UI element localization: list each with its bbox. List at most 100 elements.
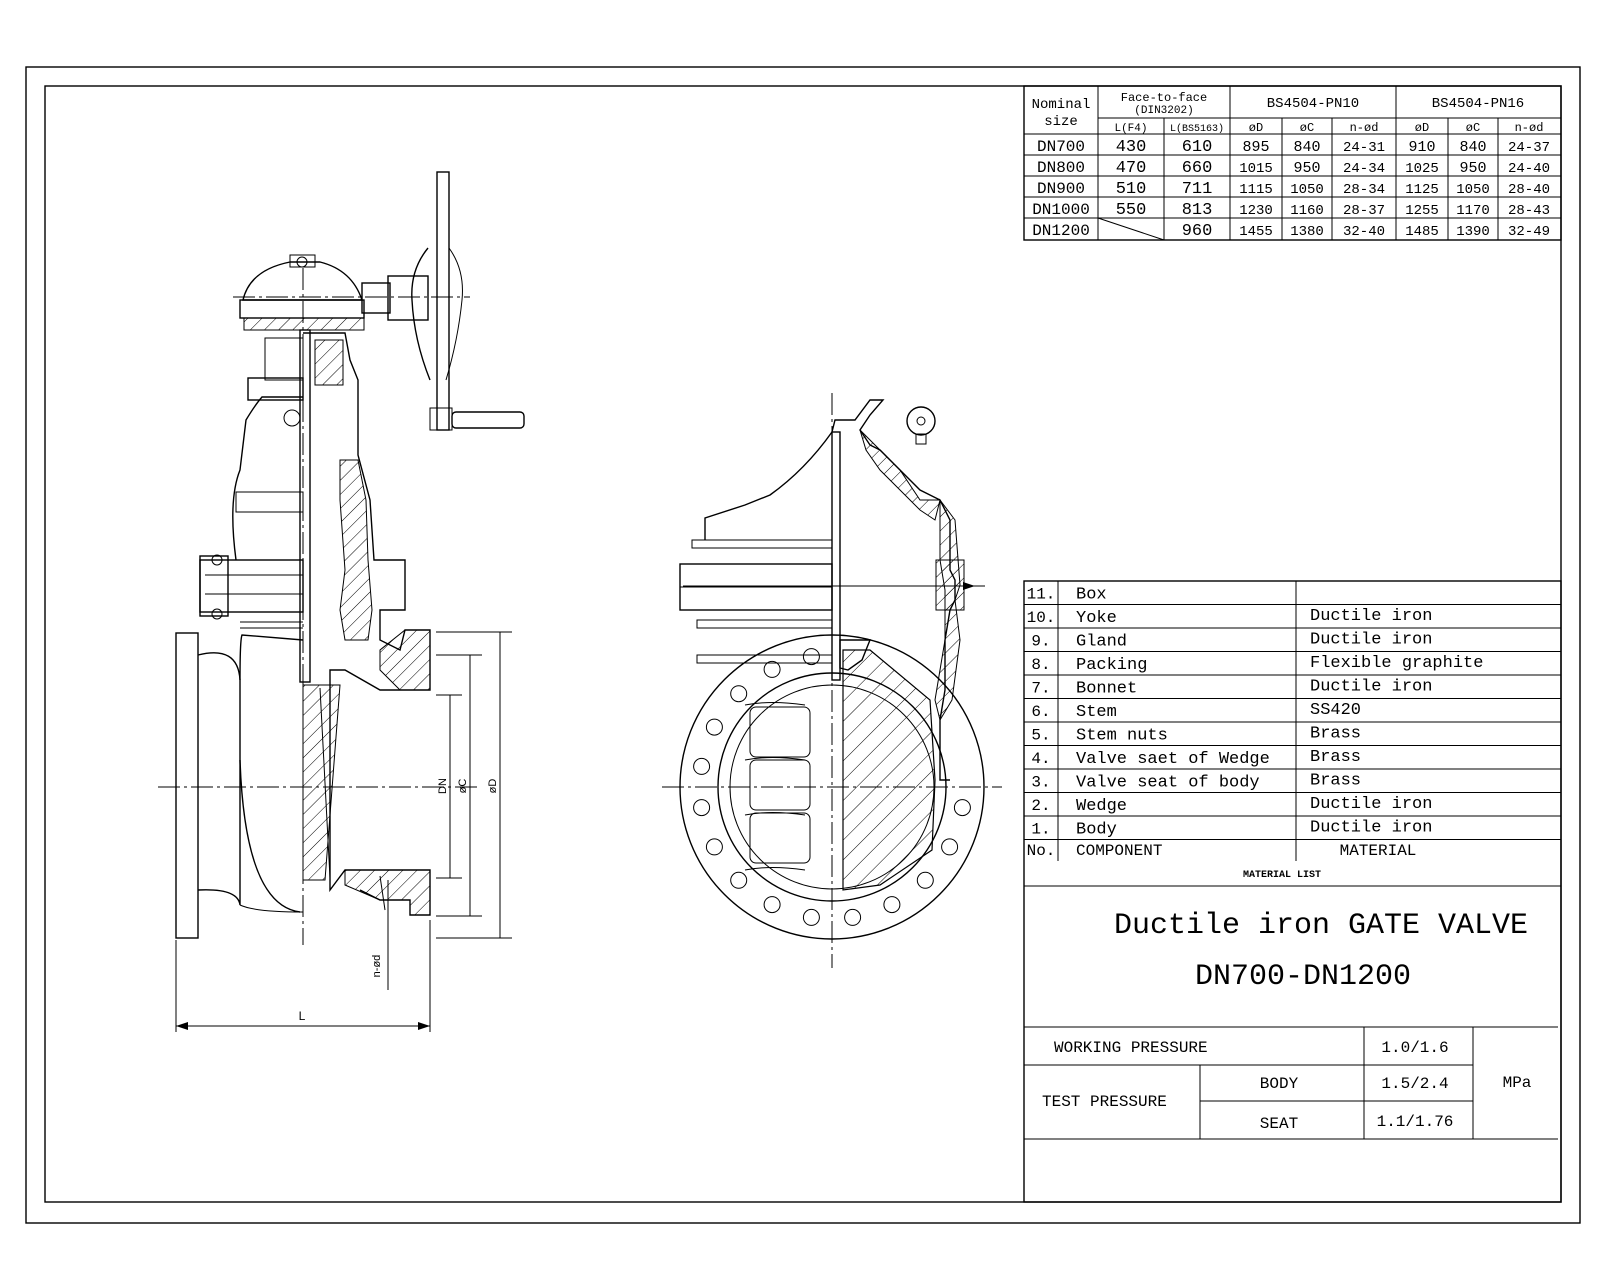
spec-cell-pn16-c: 1050 (1456, 182, 1490, 198)
bolt-hole (730, 685, 748, 703)
bolt-hole (802, 648, 820, 666)
spec-cell-lbs: 813 (1182, 201, 1213, 220)
face-header-2: (DIN3202) (1134, 105, 1193, 117)
material-item-material: Ductile iron (1310, 678, 1432, 697)
drawing-title: Ductile iron GATE VALVE (1114, 909, 1528, 943)
bolt-hole (941, 838, 959, 856)
material-item-component: Wedge (1076, 797, 1127, 816)
material-item-material: Ductile iron (1310, 795, 1432, 814)
material-item-component: Stem (1076, 703, 1117, 722)
spec-cell-pn16-c: 840 (1459, 139, 1486, 156)
spec-cell-lbs: 711 (1182, 180, 1213, 199)
spec-cell-pn10-c: 840 (1293, 139, 1320, 156)
drawing-subtitle: DN700-DN1200 (1195, 960, 1411, 994)
spec-cell-pn10-c: 1160 (1290, 203, 1324, 219)
spec-cell-pn16-c: 1390 (1456, 224, 1490, 240)
material-item-material: Ductile iron (1310, 631, 1432, 650)
bolt-hole (693, 757, 711, 775)
spec-cell-pn10-c: 1050 (1290, 182, 1324, 198)
spec-cell-pn16-c: 1170 (1456, 203, 1490, 219)
spec-cell-pn10-nd: 32-40 (1343, 224, 1385, 240)
material-item-no: 4. (1031, 750, 1050, 768)
material-item-component: Body (1076, 821, 1117, 840)
spec-cell-pn10-c: 1380 (1290, 224, 1324, 240)
spec-cell-pn16-nd: 32-49 (1508, 224, 1550, 240)
c-dimension-label: øC (457, 779, 469, 794)
face-header-1: Face-to-face (1121, 91, 1207, 105)
outer-border (25, 66, 1581, 1224)
spec-cell-nominal: DN700 (1037, 138, 1085, 156)
material-item-material: Ductile iron (1310, 819, 1432, 838)
material-header-material: MATERIAL (1340, 842, 1417, 860)
bolt-hole (844, 908, 862, 926)
pn16-header: BS4504-PN16 (1432, 96, 1524, 112)
pn16-nd-header: n-ød (1515, 121, 1544, 135)
material-item-no: 2. (1031, 797, 1050, 815)
pn10-d-header: øD (1249, 121, 1263, 135)
material-list-caption: MATERIAL LIST (1243, 870, 1321, 881)
valve-front-section (662, 393, 1002, 968)
spec-cell-pn10-c: 950 (1293, 160, 1320, 177)
flange-bolt-holes (693, 648, 971, 926)
material-item-no: 8. (1031, 656, 1050, 674)
spec-cell-lf4: 510 (1116, 180, 1147, 199)
lf4-header: L(F4) (1114, 123, 1147, 135)
spec-cell-pn16-nd: 24-40 (1508, 161, 1550, 177)
spec-cell-lf4: 470 (1116, 159, 1147, 178)
material-item-component: Box (1076, 586, 1107, 605)
pn10-c-header: øC (1300, 121, 1314, 135)
spec-cell-pn16-nd: 28-43 (1508, 203, 1550, 219)
l-dimension-label: L (299, 1009, 306, 1023)
spec-cell-pn10-d: 895 (1242, 139, 1269, 156)
spec-cell-pn10-d: 1455 (1239, 224, 1273, 240)
valve-side-section (158, 171, 525, 945)
pn10-header: BS4504-PN10 (1267, 96, 1359, 112)
spec-cell-pn16-c: 950 (1459, 160, 1486, 177)
material-item-material: SS420 (1310, 701, 1361, 720)
bolt-hole (916, 871, 934, 889)
spec-table: Nominal size Face-to-face (DIN3202) L(F4… (1023, 85, 1562, 241)
spec-cell-nominal: DN900 (1037, 180, 1085, 198)
material-item-material: Flexible graphite (1310, 654, 1483, 673)
test-pressure-label: TEST PRESSURE (1042, 1093, 1167, 1111)
bolt-hole (763, 660, 781, 678)
working-pressure-label: WORKING PRESSURE (1054, 1039, 1208, 1057)
spec-cell-pn16-d: 1125 (1405, 182, 1439, 198)
material-item-component: Valve saet of Wedge (1076, 750, 1270, 769)
bolt-hole (705, 838, 723, 856)
spec-cell-lbs: 960 (1182, 222, 1213, 241)
spec-cell-pn16-d: 1255 (1405, 203, 1439, 219)
seat-value: 1.1/1.76 (1377, 1113, 1454, 1131)
spec-cell-pn16-d: 1485 (1405, 224, 1439, 240)
spec-cell-lbs: 660 (1182, 159, 1213, 178)
spec-cell-pn16-d: 1025 (1405, 161, 1439, 177)
material-item-component: Bonnet (1076, 680, 1137, 699)
material-item-component: Stem nuts (1076, 727, 1168, 746)
spec-cell-lf4: 430 (1116, 138, 1147, 157)
material-item-no: 10. (1027, 609, 1056, 627)
spec-cell-lbs: 610 (1182, 138, 1213, 157)
spec-cell-pn10-nd: 28-37 (1343, 203, 1385, 219)
material-item-no: 5. (1031, 727, 1050, 745)
body-value: 1.5/2.4 (1381, 1075, 1448, 1093)
dimension-lines: DN øC øD n-ød L (175, 631, 512, 1032)
seat-label: SEAT (1260, 1115, 1298, 1133)
spec-cell-pn10-nd: 24-34 (1343, 161, 1385, 177)
spec-cell-nominal: DN800 (1037, 159, 1085, 177)
spec-cell-pn16-nd: 24-37 (1508, 140, 1550, 156)
spec-cell-pn10-d: 1230 (1239, 203, 1273, 219)
material-header-no: No. (1027, 842, 1056, 860)
material-item-component: Gland (1076, 633, 1127, 652)
material-item-material: Brass (1310, 748, 1361, 767)
spec-cell-pn10-d: 1115 (1239, 182, 1273, 198)
material-item-material: Ductile iron (1310, 607, 1432, 626)
nominal-header-2: size (1044, 114, 1078, 130)
d-dimension-label: øD (487, 779, 499, 794)
spec-cell-pn10-d: 1015 (1239, 161, 1273, 177)
pressure-unit: MPa (1503, 1074, 1532, 1092)
material-item-no: 3. (1031, 774, 1050, 792)
